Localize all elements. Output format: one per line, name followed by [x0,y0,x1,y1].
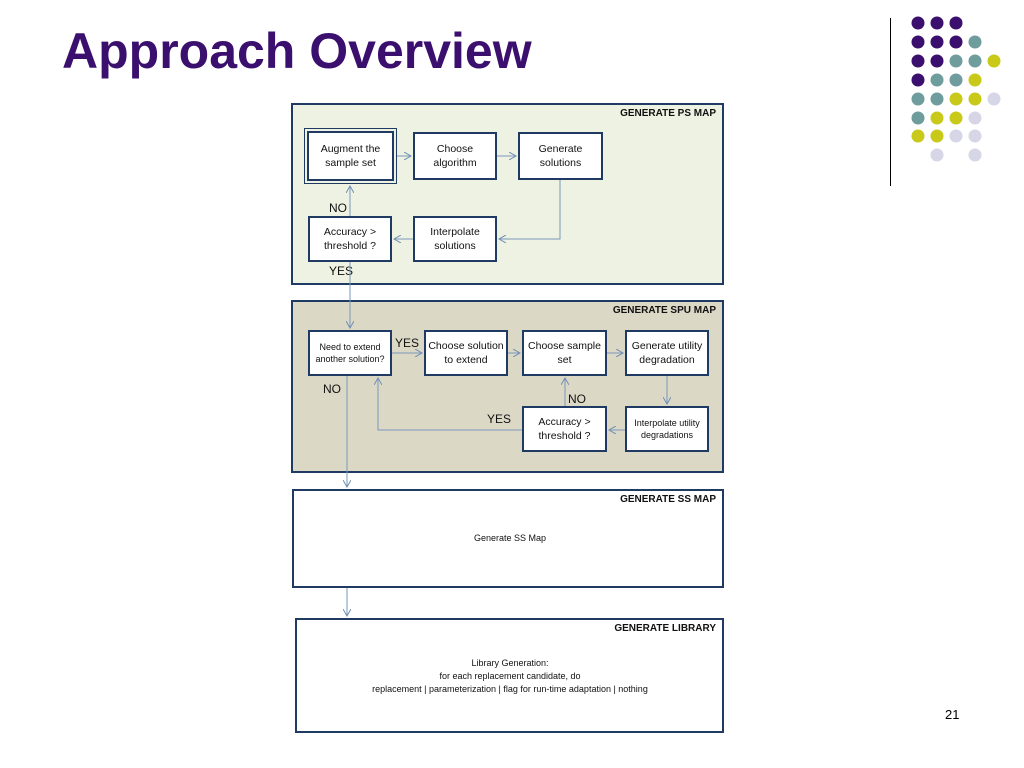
decorative-dot [949,73,963,87]
decorative-dot [911,92,925,106]
arrow-accuracy-yes-to-need-extend [378,378,522,431]
decorative-dot [911,73,925,87]
panel-generate-ss-map: GENERATE SS MAP [292,489,724,588]
node-need-extend-solution: Need to extend another solution? [308,330,392,376]
label-yes-accuracy-spu: YES [487,412,512,426]
node-augment-sample-set: Augment the sample set [304,128,397,184]
decorative-dot [968,111,982,125]
panel-title-ss-map: GENERATE SS MAP [620,494,716,505]
library-line-3: replacement | parameterization | flag fo… [372,684,648,694]
decorative-dot [968,35,982,49]
decorative-dot [911,129,925,143]
decorative-dot [930,35,944,49]
decorative-dot [930,111,944,125]
page-number: 21 [945,707,960,722]
decorative-divider [890,18,891,186]
label-yes-extend: YES [395,336,420,350]
node-generate-solutions: Generate solutions [518,132,603,180]
decorative-dot [930,73,944,87]
decorative-dot [968,92,982,106]
arrow-generate-to-interpolate [499,180,561,239]
node-choose-solution-extend: Choose solution to extend [424,330,508,376]
node-choose-algorithm: Choose algorithm [413,132,497,180]
node-accuracy-threshold-ps: Accuracy > threshold ? [308,216,392,262]
decorative-dot [949,92,963,106]
decorative-dot [987,54,1001,68]
decorative-dot [949,111,963,125]
decorative-dot [930,129,944,143]
ss-map-body-text: Generate SS Map [473,533,547,543]
slide-title: Approach Overview [62,23,532,79]
decorative-dot [987,92,1001,106]
decorative-dot [911,16,925,30]
label-no-extend: NO [323,382,341,396]
node-choose-sample-set: Choose sample set [522,330,607,376]
decorative-dot [949,129,963,143]
decorative-dot [930,54,944,68]
decorative-dot [911,54,925,68]
node-accuracy-threshold-spu: Accuracy > threshold ? [522,406,607,452]
node-interpolate-utility: Interpolate utility degradations [625,406,709,452]
decorative-dot [911,35,925,49]
decorative-dot [949,35,963,49]
decorative-dot-grid [911,16,1001,162]
label-no-ps: NO [329,201,347,215]
decorative-dot [930,16,944,30]
panel-generate-library: GENERATE LIBRARY [295,618,724,733]
node-generate-utility-degradation: Generate utility degradation [625,330,709,376]
node-interpolate-solutions: Interpolate solutions [413,216,497,262]
label-no-accuracy-spu: NO [568,392,586,406]
panel-title-ps-map: GENERATE PS MAP [620,108,716,119]
library-line-2: for each replacement candidate, do [439,671,581,681]
decorative-dot [968,148,982,162]
decorative-dot [911,111,925,125]
decorative-dot [930,148,944,162]
decorative-dot [949,54,963,68]
decorative-dot [930,92,944,106]
decorative-dot [968,54,982,68]
decorative-dot [968,73,982,87]
panel-title-spu-map: GENERATE SPU MAP [612,305,716,316]
label-yes-ps: YES [329,264,354,278]
panel-title-library: GENERATE LIBRARY [614,623,716,634]
library-line-1: Library Generation: [471,658,549,668]
decorative-dot [968,129,982,143]
decorative-dot [949,16,963,30]
